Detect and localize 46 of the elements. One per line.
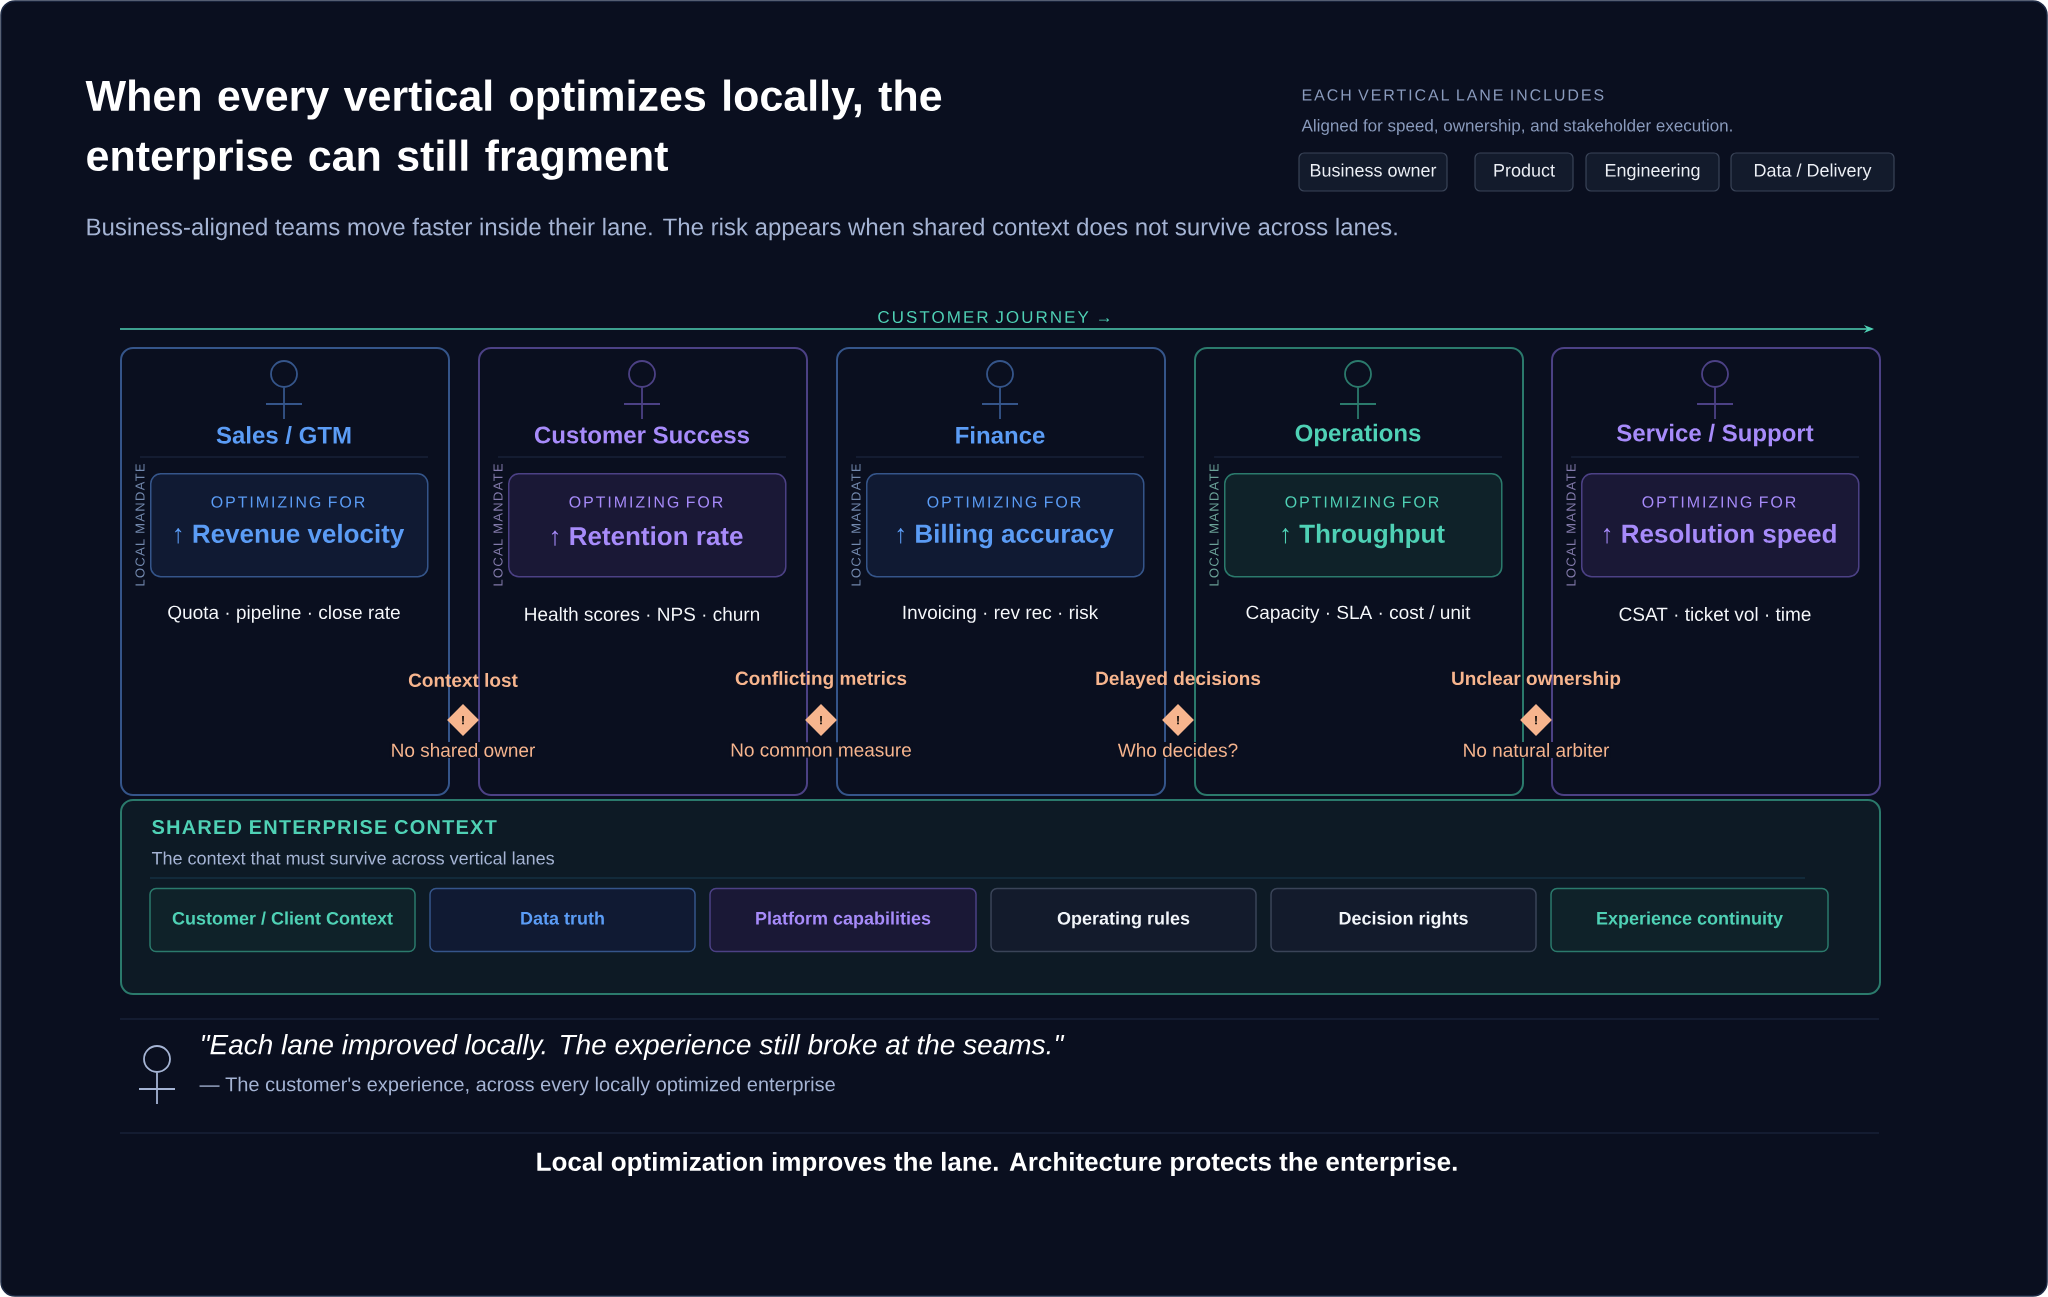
metrics-text: Invoicing · rev rec · risk — [903, 605, 1099, 623]
seam-label: Conflicting metrics — [735, 671, 907, 689]
seam-note: No common measure — [729, 742, 913, 758]
section-label: EACH VERTICAL LANE INCLUDES — [1302, 89, 1604, 101]
title: When every vertical optimizes locally, the enterprise can still fragment — [85, 79, 942, 180]
lane-title: Customer Success — [534, 426, 749, 444]
seam-label: Unclear ownership — [1452, 671, 1621, 689]
role-chip: Engineering — [1585, 152, 1720, 192]
vertical-label: LOCAL MANDATE — [135, 464, 145, 586]
journey-label: CUSTOMER JOURNEY → — [878, 311, 1110, 323]
quote-attribution: — The customer's experience, across every locally optimized enterprise — [199, 1076, 835, 1096]
target-box: OPTIMIZING FOR ↑ Billing accuracy — [866, 473, 1145, 578]
role-chip: Data / Delivery — [1730, 152, 1895, 192]
seam-note: Who decides? — [1116, 742, 1240, 758]
vertical-label: LOCAL MANDATE — [851, 464, 861, 586]
caption: Local optimization improves the lane. Architecture protects the enterprise. — [537, 1151, 1457, 1177]
target-box: OPTIMIZING FOR ↑ Throughput — [1224, 473, 1503, 578]
role-chip: Business owner — [1298, 152, 1448, 192]
seam-label: Delayed decisions — [1096, 671, 1261, 689]
role-chip: Product — [1474, 152, 1574, 192]
vertical-label: LOCAL MANDATE — [1566, 464, 1576, 586]
context-chip: Operating rules — [990, 887, 1257, 953]
context-chip: Customer / Client Context — [149, 887, 416, 953]
context-chip: Data truth — [429, 887, 696, 953]
quote: "Each lane improved locally. The experience still broke at the seams." — [202, 1033, 1065, 1061]
target-box: OPTIMIZING FOR ↑ Revenue velocity — [150, 473, 429, 578]
metrics-text: Quota · pipeline · close rate — [168, 605, 400, 623]
seam-label: Context lost — [408, 673, 518, 687]
lane-title: Sales / GTM — [216, 426, 351, 444]
vertical-label: LOCAL MANDATE — [1209, 464, 1219, 586]
context-chip: Experience continuity — [1550, 887, 1829, 953]
context-chip: Platform capabilities — [709, 887, 977, 953]
target-box: OPTIMIZING FOR ↑ Resolution speed — [1581, 473, 1860, 578]
metrics-text: CSAT · ticket vol · time — [1619, 607, 1811, 621]
lane-title: Operations — [1295, 423, 1421, 447]
lane-title: Service / Support — [1617, 423, 1814, 447]
metrics-text: Capacity · SLA · cost / unit — [1246, 605, 1471, 623]
subtitle: Business-aligned teams move faster inside their lane. The risk appears when shared context does not survive across lanes. — [87, 217, 1397, 241]
seam-note: No shared owner — [389, 742, 537, 758]
lane-title: Finance — [956, 426, 1045, 444]
seam-note: No natural arbiter — [1461, 742, 1611, 758]
context-chip: Decision rights — [1270, 887, 1537, 953]
section-note: Aligned for speed, ownership, and stakeholder execution. — [1301, 119, 1732, 135]
metrics-text: Health scores · NPS · churn — [525, 607, 759, 621]
vertical-label: LOCAL MANDATE — [493, 464, 503, 586]
target-box: OPTIMIZING FOR ↑ Retention rate — [508, 473, 787, 578]
